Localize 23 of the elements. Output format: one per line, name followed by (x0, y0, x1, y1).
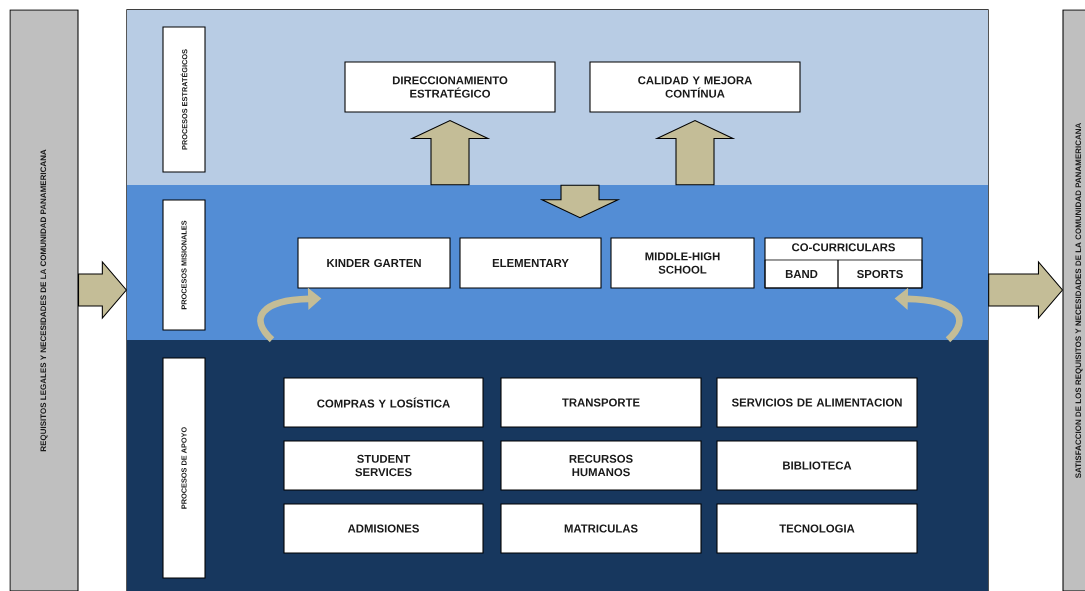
process-box: MATRICULAS (500, 503, 702, 554)
side-band: SATISFACCION DE LOS REQUISITOS Y NECESIDADES DE LA COMUNIDAD PANAMERICANA (1062, 9, 1085, 591)
block-arrow (539, 184, 621, 219)
process-box: ADMISIONES (283, 503, 484, 554)
process-box: COMPRAS Y LOSÍSTICA (283, 377, 484, 428)
process-box: KINDER GARTEN (297, 237, 451, 289)
block-arrow (409, 119, 491, 186)
process-box: BIBLIOTECA (716, 440, 918, 491)
block-arrow (988, 260, 1064, 320)
process-box: RECURSOS HUMANOS (500, 440, 702, 491)
process-box: TRANSPORTE (500, 377, 702, 428)
process-cell: SPORTS (837, 259, 923, 289)
block-arrow (78, 260, 128, 320)
process-box: MIDDLE-HIGH SCHOOL (610, 237, 755, 289)
process-cell: BAND (764, 259, 839, 289)
process-box: CALIDAD Y MEJORA CONTÍNUA (589, 61, 801, 113)
side-band: REQUISITOS LEGALES Y NECESIDADES DE LA COMUNIDAD PANAMERICANA (9, 9, 79, 591)
process-box: DIRECCIONAMIENTO ESTRATÉGICO (344, 61, 556, 113)
process-box: TECNOLOGIA (716, 503, 918, 554)
process-box: STUDENT SERVICES (283, 440, 484, 491)
process-box: SERVICIOS DE ALIMENTACION (716, 377, 918, 428)
block-arrow (654, 119, 736, 186)
process-box: ELEMENTARY (459, 237, 602, 289)
